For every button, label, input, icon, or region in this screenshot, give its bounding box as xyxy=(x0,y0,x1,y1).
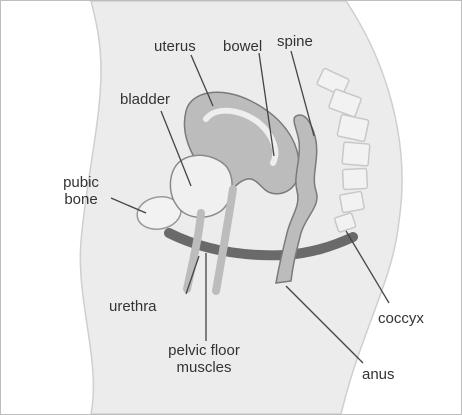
label-pubic-bone-line1: pubic xyxy=(55,174,107,191)
label-pelvic-floor-line1: pelvic floor xyxy=(159,342,249,359)
label-anus: anus xyxy=(362,366,395,383)
label-pubic-bone: pubic bone xyxy=(55,174,107,208)
label-pelvic-floor-muscles: pelvic floor muscles xyxy=(159,342,249,376)
label-spine: spine xyxy=(277,33,313,50)
label-pelvic-floor-line2: muscles xyxy=(159,359,249,376)
label-bowel: bowel xyxy=(223,38,262,55)
label-bladder: bladder xyxy=(120,91,170,108)
label-urethra: urethra xyxy=(109,298,157,315)
bladder xyxy=(170,155,232,217)
label-coccyx: coccyx xyxy=(378,310,424,327)
label-uterus: uterus xyxy=(154,38,196,55)
label-pubic-bone-line2: bone xyxy=(55,191,107,208)
